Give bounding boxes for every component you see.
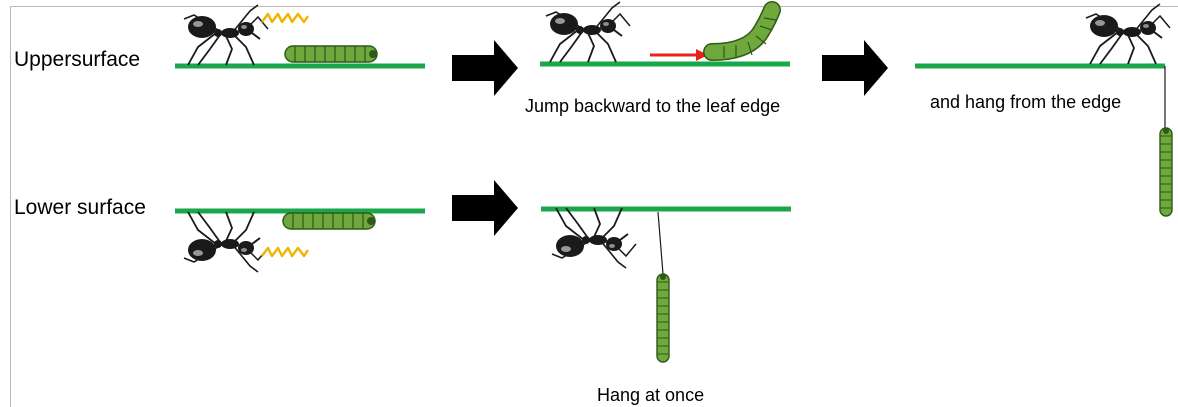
attack-burst-icon [262, 248, 308, 256]
caterpillar-icon [1160, 128, 1172, 216]
caterpillar-icon [285, 46, 377, 62]
ant-icon [552, 208, 636, 268]
block-arrow-icon [452, 180, 518, 236]
caterpillar-icon [712, 10, 776, 58]
ant-icon [184, 212, 268, 272]
block-arrow-icon [452, 40, 518, 96]
caterpillar-icon [657, 274, 669, 362]
ant-icon [1086, 4, 1170, 64]
ant-icon [546, 2, 630, 62]
caterpillar-icon [283, 213, 375, 229]
attack-burst-icon [262, 14, 308, 22]
block-arrow-icon [822, 40, 888, 96]
ant-icon [184, 5, 268, 65]
silk-thread [658, 212, 663, 274]
